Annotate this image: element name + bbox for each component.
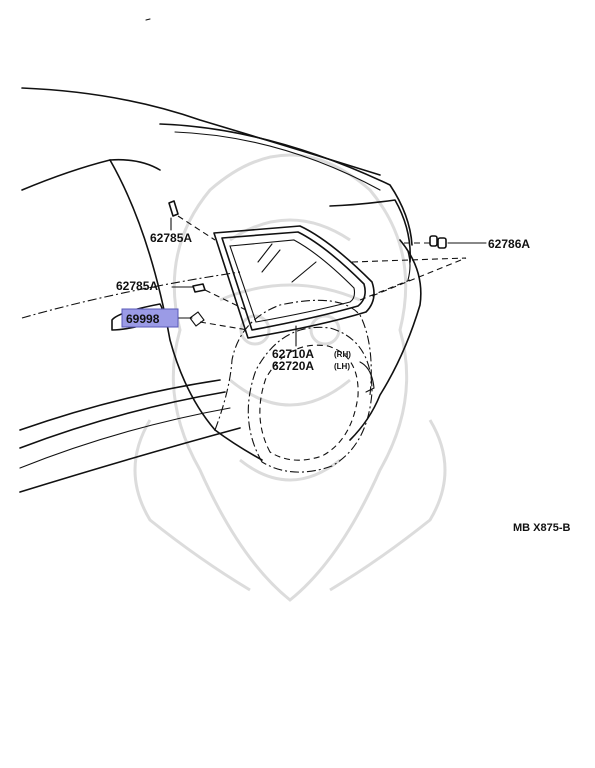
part-side-rh: (RH) xyxy=(334,350,351,359)
clip-rear-pair xyxy=(429,235,447,249)
car-body-outline xyxy=(19,87,422,493)
part-side-lh: (LH) xyxy=(334,362,350,371)
diagram-code: MB X875-B xyxy=(513,522,571,534)
rear-wheel xyxy=(247,326,375,473)
part-label-62785a-upper[interactable]: 62785A xyxy=(150,231,192,245)
highlight-box-69998 xyxy=(121,308,179,328)
part-label-62710a[interactable]: 62710A xyxy=(272,347,314,361)
watermark-emblem xyxy=(133,153,447,602)
quarter-window-glass xyxy=(213,225,375,339)
clip-middle xyxy=(192,283,206,293)
part-label-62720a[interactable]: 62720A xyxy=(272,359,314,373)
part-label-69998[interactable]: 69998 xyxy=(126,312,160,326)
clip-upper xyxy=(168,200,179,217)
part-label-62785a-middle[interactable]: 62785A xyxy=(116,279,158,293)
leader-lines xyxy=(170,215,487,347)
part-label-62786a[interactable]: 62786A xyxy=(488,237,530,251)
stray-mark xyxy=(145,18,151,21)
